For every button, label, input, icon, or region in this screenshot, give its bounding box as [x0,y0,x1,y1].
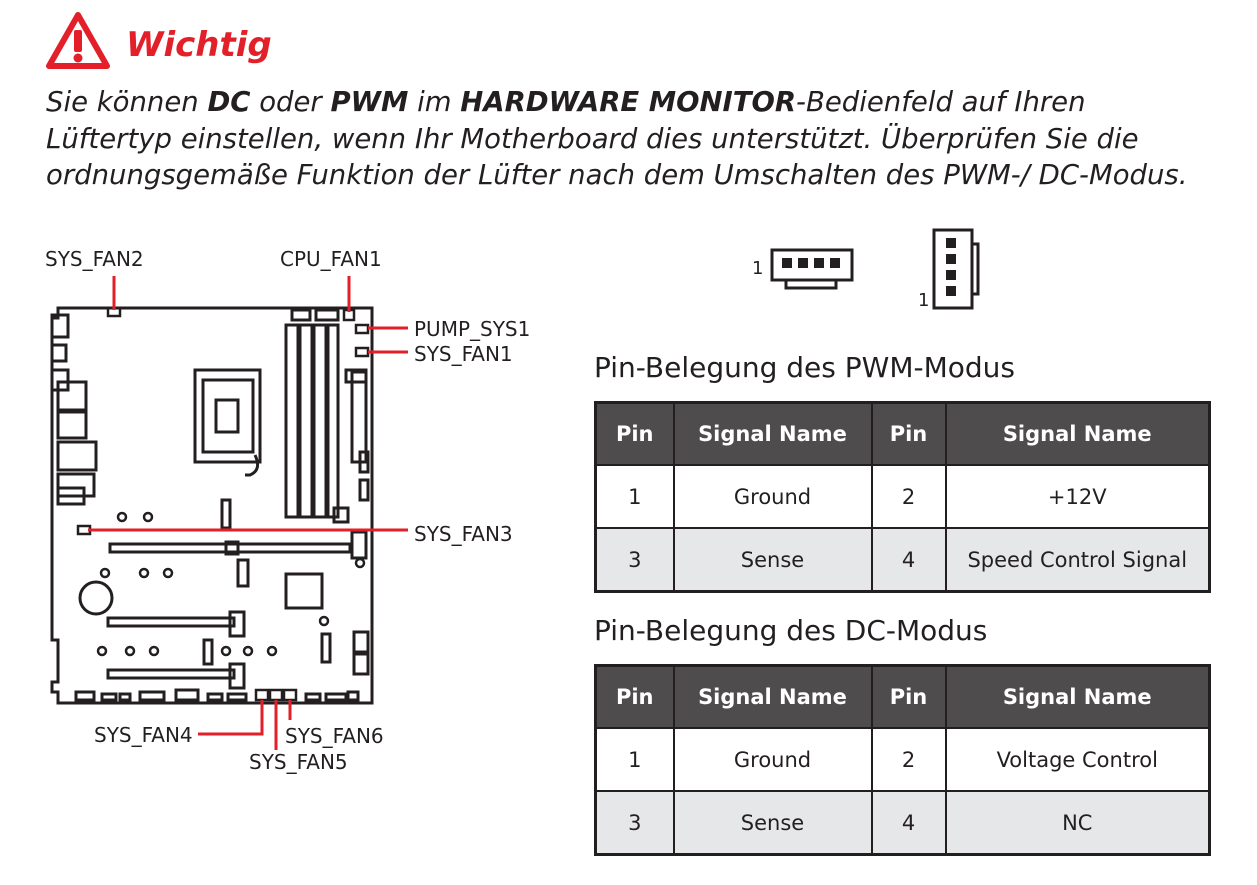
warning-line-2: Lüftertyp einstellen, wenn Ihr Motherboa… [46,122,1139,155]
signal-cell: Voltage Control [944,727,1211,792]
label-sys-fan1: SYS_FAN1 [414,342,513,366]
header-signal-name: Signal Name [944,664,1211,729]
signal-cell: NC [944,790,1211,856]
pin1-label-vertical: 1 [918,290,930,311]
signal-cell: Sense [672,527,873,593]
header-pin: Pin [594,664,675,729]
pin-cell: 4 [870,790,947,856]
pin-cell: 3 [594,790,675,856]
pin-cell: 1 [594,464,675,529]
label-cpu-fan1: CPU_FAN1 [280,247,382,271]
label-sys-fan4: SYS_FAN4 [94,723,193,747]
pin-cell: 4 [870,527,947,593]
signal-cell: Ground [672,464,873,529]
signal-cell: +12V [944,464,1211,529]
label-sys-fan5: SYS_FAN5 [249,750,348,774]
warning-line-3: ordnungsgemäße Funktion der Lüfter nach … [46,159,1188,191]
motherboard-diagram: SYS_FAN2 CPU_FAN1 PUMP_SYS1 SYS_FAN1 SYS… [0,230,560,794]
pwm-section-title: Pin-Belegung des PWM-Modus [594,351,1015,384]
warning-triangle-icon [46,12,110,69]
warning-title: Wichtig [126,25,272,65]
pin-cell: 3 [594,527,675,593]
header-pin: Pin [870,664,947,729]
signal-cell: Speed Control Signal [944,527,1211,593]
table-header-row: Pin Signal Name Pin Signal Name [594,664,1211,729]
warning-line-1: Sie können DC oder PWM im HARDWARE MONIT… [46,86,1086,118]
table-row: 1 Ground 2 Voltage Control [594,727,1211,792]
header-pin: Pin [870,401,947,466]
signal-cell: Sense [672,790,873,856]
pwm-pin-table: Pin Signal Name Pin Signal Name 1 Ground… [594,401,1211,593]
table-row: 3 Sense 4 Speed Control Signal [594,527,1211,593]
dc-section-title: Pin-Belegung des DC-Modus [594,614,988,647]
header-signal-name: Signal Name [672,664,873,729]
table-row: 3 Sense 4 NC [594,790,1211,856]
label-pump-sys1: PUMP_SYS1 [414,317,531,341]
header-pin: Pin [594,401,675,466]
table-row: 1 Ground 2 +12V [594,464,1211,529]
warning-text: Sie können DC oder PWM im HARDWARE MONIT… [46,84,1236,194]
label-sys-fan3: SYS_FAN3 [414,522,513,546]
label-sys-fan2: SYS_FAN2 [45,247,144,271]
pin1-label-horizontal: 1 [752,258,764,279]
header-signal-name: Signal Name [944,401,1211,466]
motherboard-outline [50,276,408,750]
label-sys-fan6: SYS_FAN6 [285,724,384,748]
pin-cell: 2 [870,727,947,792]
table-header-row: Pin Signal Name Pin Signal Name [594,401,1211,466]
dc-pin-table: Pin Signal Name Pin Signal Name 1 Ground… [594,664,1211,856]
pin-cell: 2 [870,464,947,529]
header-signal-name: Signal Name [672,401,873,466]
signal-cell: Ground [672,727,873,792]
pin-cell: 1 [594,727,675,792]
